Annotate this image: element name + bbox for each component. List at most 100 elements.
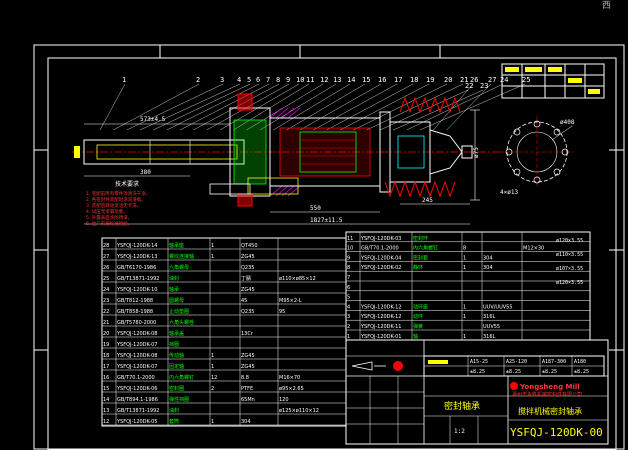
dim-1827: 1827±11.5 bbox=[310, 217, 343, 224]
dim-550: 550 bbox=[310, 205, 321, 212]
bom-cell: YSFQJ-120DK-08 bbox=[116, 353, 157, 359]
bom-cell: 轴 bbox=[413, 333, 418, 340]
bom-cell: 轴承座 bbox=[169, 242, 184, 249]
dim-75: ø75 bbox=[473, 147, 480, 158]
tech-req-line: 2. 各密封件装配时涂润滑脂。 bbox=[86, 196, 146, 203]
bom-cell: 304 bbox=[483, 265, 493, 271]
tech-req-title: 技术要求 bbox=[115, 180, 139, 188]
bom-cell: 9 bbox=[347, 255, 350, 261]
bom-cell: YSFQJ-120DK-08 bbox=[116, 331, 157, 337]
part-number-27: 27 bbox=[488, 76, 496, 84]
bom-cell: 5 bbox=[347, 295, 350, 301]
bom-cell: 3 bbox=[347, 314, 350, 320]
bom-cell: 1 bbox=[463, 334, 466, 340]
bom-cell: YSFQJ-120DK-11 bbox=[360, 324, 401, 330]
bom-cell: 2 bbox=[347, 324, 350, 330]
bom-cell: 8 bbox=[463, 246, 466, 252]
leader-line bbox=[353, 83, 448, 131]
side-note: ø120×3.55 bbox=[556, 238, 583, 244]
bom-cell: ø125×ø110×12 bbox=[279, 408, 319, 414]
leader-line bbox=[113, 83, 200, 131]
bom-cell: 24 bbox=[103, 287, 109, 293]
bom-cell: 弹簧 bbox=[413, 323, 423, 330]
param-cell: A180 bbox=[574, 359, 586, 365]
bom-cell: 1 bbox=[463, 314, 466, 320]
part-number-5: 5 bbox=[247, 76, 251, 84]
bom-cell: 固定轴 bbox=[169, 363, 184, 370]
frame-zone-ticks bbox=[34, 45, 624, 351]
bom-cell: 密封圈 bbox=[169, 385, 184, 392]
bom-cell: 13Cr bbox=[241, 331, 254, 337]
part-number-21: 21 bbox=[460, 76, 468, 84]
bom-cell: M12×30 bbox=[523, 246, 544, 252]
part-number-22: 22 bbox=[465, 82, 473, 90]
bom-cell: 1 bbox=[463, 255, 466, 261]
part-number-13: 13 bbox=[333, 76, 341, 84]
bom-cell: YSFQJ-120DK-02 bbox=[360, 265, 401, 271]
bom-cell: 螺纹连接轴 bbox=[169, 253, 194, 260]
bom-cell: ZG45 bbox=[241, 364, 255, 370]
bom-cell: GB/T13871-1992 bbox=[117, 408, 159, 414]
bom-cell: 28 bbox=[103, 243, 109, 249]
bom-cell: 1 bbox=[347, 334, 350, 340]
bom-cell: 弹性挡圈 bbox=[169, 396, 189, 403]
part-number-15: 15 bbox=[362, 76, 370, 84]
bom-cell: 16 bbox=[103, 375, 109, 381]
bom-cell: 挡圈 bbox=[169, 341, 179, 348]
bom-cell: Q235 bbox=[241, 309, 254, 315]
leader-line bbox=[193, 83, 280, 131]
company-name-cn: 温州市永胜机械密封件有限公司 bbox=[512, 391, 582, 398]
bom-cell: 13 bbox=[103, 408, 109, 414]
bom-cell: 6 bbox=[347, 285, 350, 291]
bom-cell: 8.8 bbox=[241, 375, 249, 381]
bom-cell: 静环 bbox=[413, 264, 423, 271]
bom-cell: GB/T894.1-1986 bbox=[117, 397, 158, 403]
bom-cell: 密封套 bbox=[413, 254, 428, 261]
bom-cell: 8 bbox=[347, 265, 350, 271]
leader-line bbox=[166, 83, 260, 131]
bom-cell: 316L bbox=[483, 314, 496, 320]
part-number-14: 14 bbox=[347, 76, 355, 84]
bom-cell: M95×2-L bbox=[279, 298, 302, 304]
corner-mark: 西 bbox=[602, 0, 611, 11]
bom-cell: 1 bbox=[211, 353, 214, 359]
part-number-3: 3 bbox=[220, 76, 224, 84]
part-number-6: 6 bbox=[256, 76, 260, 84]
top-right-table bbox=[501, 63, 605, 99]
bom-cell: YSFQJ-120DK-14 bbox=[116, 243, 157, 249]
part-number-24: 24 bbox=[500, 76, 508, 84]
bom-cell: 圆螺母 bbox=[169, 297, 184, 304]
bom-cell: 密封环 bbox=[413, 235, 428, 242]
tech-req-line: 3. 装配后转动灵活无卡滞。 bbox=[86, 202, 141, 209]
part-number-2: 2 bbox=[196, 76, 200, 84]
bom-cell: PTFE bbox=[241, 386, 253, 392]
bom-cell: 套筒 bbox=[169, 418, 179, 425]
leader-line bbox=[273, 83, 351, 131]
param-cell: A187-300 bbox=[542, 359, 566, 365]
leader-line bbox=[419, 83, 526, 131]
bom-cell: 7 bbox=[347, 275, 350, 281]
bom-cell: 14 bbox=[103, 397, 109, 403]
bom-cell: 动环座 bbox=[413, 303, 428, 310]
bom-cell: YSFQJ-120DK-10 bbox=[116, 287, 157, 293]
part-number-23: 23 bbox=[480, 82, 488, 90]
part-number-11: 11 bbox=[306, 76, 314, 84]
bom-cell: GB/T13871-1992 bbox=[117, 276, 159, 282]
leader-line bbox=[99, 83, 126, 131]
bom-cell: M16×70 bbox=[279, 375, 300, 381]
bom-cell: GB/T5780-2000 bbox=[117, 320, 156, 326]
bom-cell: 19 bbox=[103, 342, 109, 348]
bom-cell: 油封 bbox=[169, 275, 179, 282]
part-number-7: 7 bbox=[266, 76, 270, 84]
bom-cell: 1 bbox=[211, 364, 214, 370]
leader-line bbox=[313, 83, 398, 131]
bom-cell: 45 bbox=[241, 298, 247, 304]
leader-line bbox=[286, 83, 366, 131]
flange-end-view bbox=[500, 116, 574, 188]
leader-line bbox=[299, 83, 382, 131]
bom-cell: 传动轴 bbox=[169, 352, 184, 359]
part-number-26: 26 bbox=[470, 76, 478, 84]
leader-line bbox=[379, 89, 469, 131]
